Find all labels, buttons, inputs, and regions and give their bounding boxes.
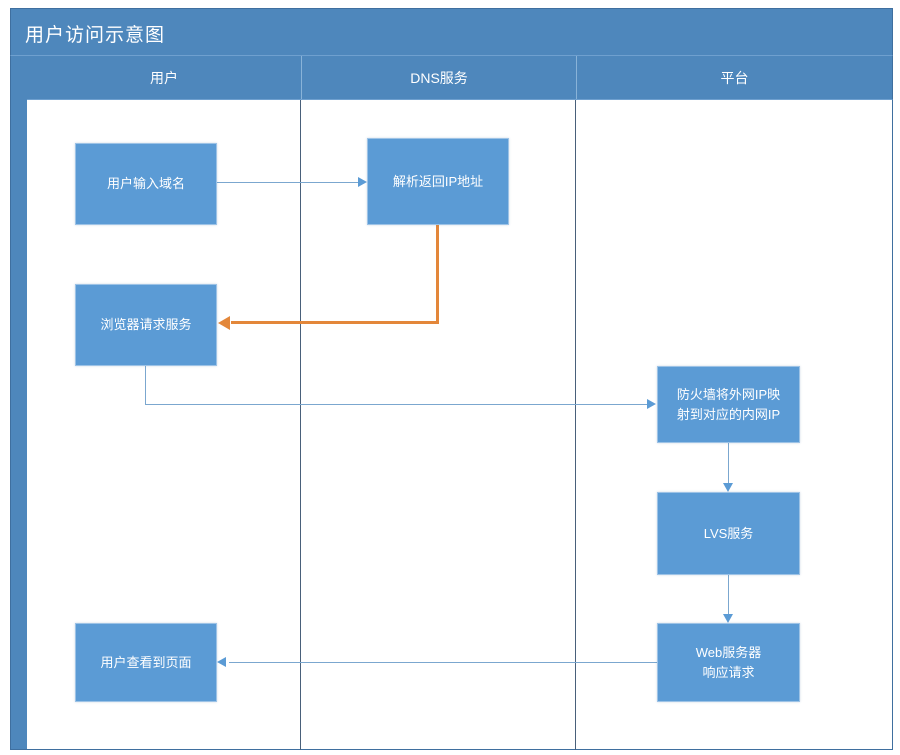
- edge-dns-to-browser-vertical: [436, 225, 439, 324]
- edge-lvs-to-web-arrowhead: [723, 614, 733, 623]
- node-user-input-domain[interactable]: 用户输入域名: [75, 143, 217, 225]
- node-web-server[interactable]: Web服务器 响应请求: [657, 623, 800, 702]
- edge-lvs-to-web-line: [728, 575, 729, 615]
- diagram-title-band: 用户访问示意图: [10, 8, 893, 56]
- edge-web-to-user-arrowhead: [217, 657, 226, 667]
- node-lvs-service[interactable]: LVS服务: [657, 492, 800, 575]
- node-lvs-service-label: LVS服务: [703, 525, 754, 541]
- edge-input-to-dns-arrowhead: [358, 177, 367, 187]
- lane-divider-dns-platform: [575, 100, 576, 750]
- edge-web-to-user-line: [229, 662, 657, 663]
- edge-input-to-dns-line: [217, 182, 359, 183]
- node-browser-request[interactable]: 浏览器请求服务: [75, 284, 217, 366]
- node-firewall-nat[interactable]: 防火墙将外网IP映 射到对应的内网IP: [657, 366, 800, 443]
- lane-header-row: 用户 DNS服务 平台: [27, 56, 893, 100]
- lane-header-user-label: 用户: [150, 69, 178, 86]
- node-firewall-nat-label: 防火墙将外网IP映 射到对应的内网IP: [676, 386, 781, 422]
- lane-header-platform: 平台: [576, 56, 892, 99]
- node-user-view-page-label: 用户查看到页面: [100, 654, 192, 670]
- lane-header-dns: DNS服务: [301, 56, 576, 99]
- edge-browser-to-firewall-arrowhead: [647, 399, 656, 409]
- node-user-input-domain-label: 用户输入域名: [106, 176, 185, 191]
- edge-firewall-to-lvs-line: [728, 443, 729, 484]
- node-dns-resolve-ip[interactable]: 解析返回IP地址: [367, 138, 509, 225]
- lane-header-dns-label: DNS服务: [410, 69, 468, 86]
- edge-browser-to-firewall-vertical: [145, 366, 146, 404]
- edge-dns-to-browser-arrowhead: [218, 316, 230, 330]
- lane-left-accent-band: [10, 56, 27, 750]
- node-web-server-label: Web服务器 响应请求: [695, 644, 762, 680]
- edge-dns-to-browser-horizontal: [231, 321, 439, 324]
- page-title: 用户访问示意图: [25, 25, 166, 46]
- edge-browser-to-firewall-horizontal: [145, 404, 648, 405]
- edge-firewall-to-lvs-arrowhead: [723, 483, 733, 492]
- lane-header-platform-label: 平台: [720, 69, 749, 86]
- node-dns-resolve-ip-label: 解析返回IP地址: [392, 173, 484, 189]
- lane-header-user: 用户: [27, 56, 301, 99]
- node-user-view-page[interactable]: 用户查看到页面: [75, 623, 217, 702]
- lane-divider-user-dns: [300, 100, 301, 750]
- node-browser-request-label: 浏览器请求服务: [100, 317, 192, 332]
